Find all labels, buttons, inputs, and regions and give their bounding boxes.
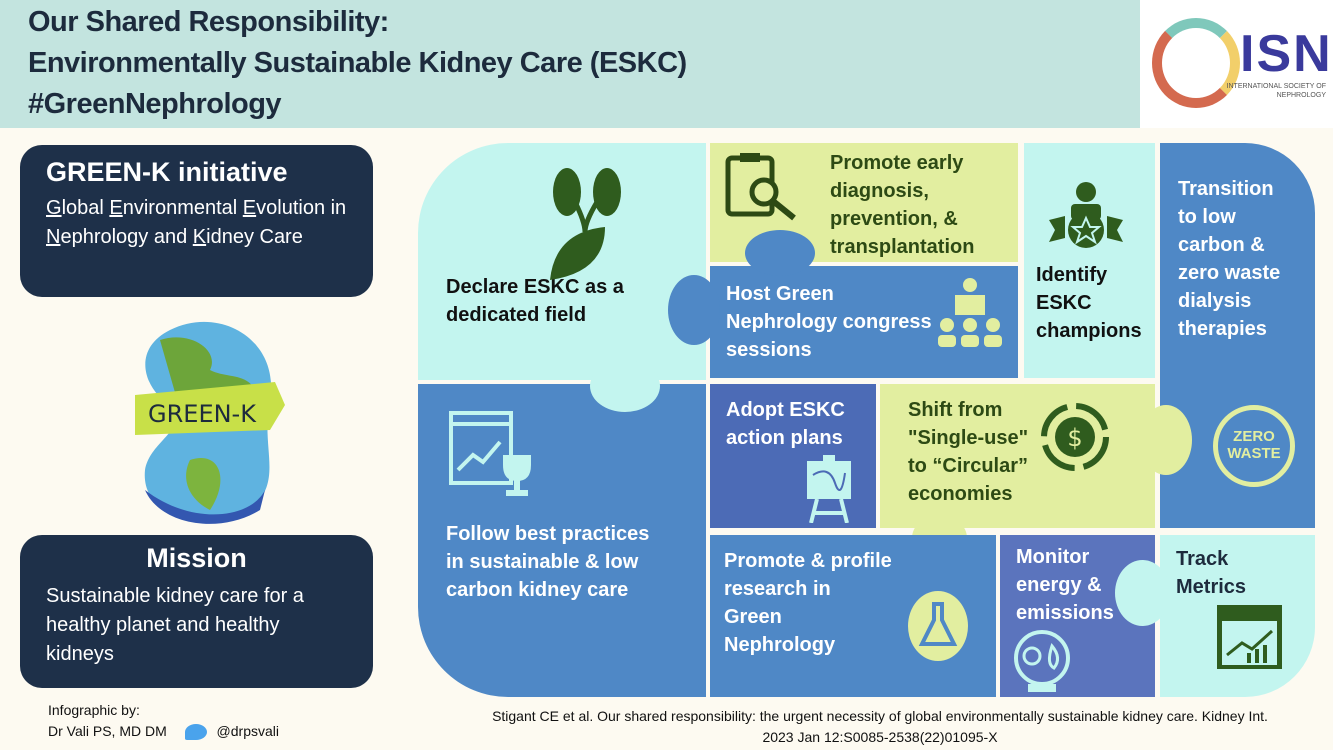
chart-trophy-icon: [449, 411, 531, 496]
tile-early-diagnosis-text: Promote early diagnosis, prevention, & t…: [830, 152, 975, 258]
greenk-title: GREEN-K initiative: [46, 157, 288, 187]
greenk-description-segment: ephrology and: [60, 226, 193, 248]
header-banner: Our Shared Responsibility: Environmental…: [0, 0, 1140, 128]
energy-emissions-meter-icon: [1014, 630, 1070, 692]
twitter-bird-icon: [184, 724, 207, 741]
svg-text:$: $: [1067, 424, 1082, 452]
tile-best-practices: Follow best practices in sustainable & l…: [418, 384, 706, 697]
author-name: Dr Vali PS, MD DM: [48, 723, 167, 739]
reference-citation: Stigant CE et al. Our shared responsibil…: [492, 708, 1268, 745]
puzzle-knob: [590, 360, 660, 412]
tile-adopt-plans: Adopt ESKC action plans: [710, 384, 876, 528]
tile-transition-text: Transition to low carbon & zero waste di…: [1178, 178, 1281, 340]
puzzle-knob: [1115, 560, 1170, 626]
strategy-board-icon: [807, 455, 851, 523]
clipboard-search-icon: [725, 153, 796, 221]
circular-economy-dollar-icon: $: [1041, 403, 1109, 471]
greenk-description-segment: nvironmental: [122, 197, 243, 219]
kidney-leaf-icon: [550, 168, 621, 280]
tile-declare-text: Declare ESKC as a dedicated field: [446, 276, 624, 326]
greenk-description-segment: K: [192, 226, 207, 248]
title-line-2: Environmentally Sustainable Kidney Care …: [28, 47, 687, 79]
tile-shift-circular-text: Shift from "Single-use" to “Circular” ec…: [908, 399, 1029, 505]
tile-research: Promote & profile research in Green Neph…: [710, 535, 996, 697]
greenk-box: GREEN-K initiative Global Environmental …: [20, 145, 373, 297]
tile-shift-circular: Shift from "Single-use" to “Circular” ec…: [880, 384, 1155, 528]
twitter-handle[interactable]: @drpsvali: [216, 723, 279, 739]
puzzle-knob: [1140, 405, 1192, 475]
greenk-globe-logo: GREEN-K: [135, 321, 285, 524]
greenk-banner-text: GREEN-K: [148, 400, 257, 428]
greenk-description-segment: E: [109, 197, 123, 219]
isn-ring-icon: [1152, 18, 1240, 108]
isn-logo-name: ISN: [1240, 25, 1333, 83]
tile-research-text: Promote & profile research in Green Neph…: [724, 550, 892, 656]
greenk-description-segment: G: [46, 197, 62, 219]
metrics-dashboard-icon: [1217, 605, 1282, 669]
greenk-description-segment: volution in: [256, 197, 347, 219]
champion-award-icon: [1049, 182, 1123, 248]
isn-logo: ISN INTERNATIONAL SOCIETY OF NEPHROLOGY: [1140, 0, 1333, 128]
tile-monitor-text: Monitor energy & emissions: [1016, 546, 1114, 624]
mission-text: Sustainable kidney care for a healthy pl…: [46, 585, 304, 665]
zero-waste-icon: ZERO WASTE: [1213, 405, 1295, 487]
greenk-description-segment: N: [46, 226, 61, 248]
greenk-description: Global Environmental Evolution in Nephro…: [46, 194, 347, 252]
credit: Infographic by: Dr Vali PS, MD DM @drpsv…: [48, 700, 279, 742]
puzzle-knob: [668, 275, 720, 345]
title-line-1: Our Shared Responsibility:: [28, 6, 389, 38]
greenk-description-segment: idney Care: [206, 226, 303, 248]
flask-icon: [908, 591, 968, 661]
hashtag: #GreenNephrology: [28, 88, 282, 120]
zero-waste-label: ZERO WASTE: [1227, 428, 1281, 462]
mission-box: Mission Sustainable kidney care for a he…: [20, 535, 373, 688]
credit-label: Infographic by:: [48, 702, 140, 718]
tile-host-congress-text: Host Green Nephrology congress sessions: [726, 283, 932, 361]
tile-best-practices-text: Follow best practices in sustainable & l…: [446, 523, 650, 601]
tile-track-metrics-text: Track Metrics: [1176, 548, 1247, 598]
mission-title: Mission: [146, 543, 247, 573]
greenk-description-segment: E: [242, 197, 257, 219]
tile-champions-text: Identify ESKC champions: [1036, 264, 1142, 342]
isn-logo-subtitle: INTERNATIONAL SOCIETY OF NEPHROLOGY: [1226, 83, 1326, 99]
greenk-description-segment: lobal: [61, 197, 110, 219]
presenter-audience-icon: [938, 278, 1002, 347]
tile-adopt-plans-text: Adopt ESKC action plans: [726, 399, 845, 449]
puzzle-knob: [745, 230, 815, 276]
tile-champions: Identify ESKC champions: [1024, 143, 1155, 378]
